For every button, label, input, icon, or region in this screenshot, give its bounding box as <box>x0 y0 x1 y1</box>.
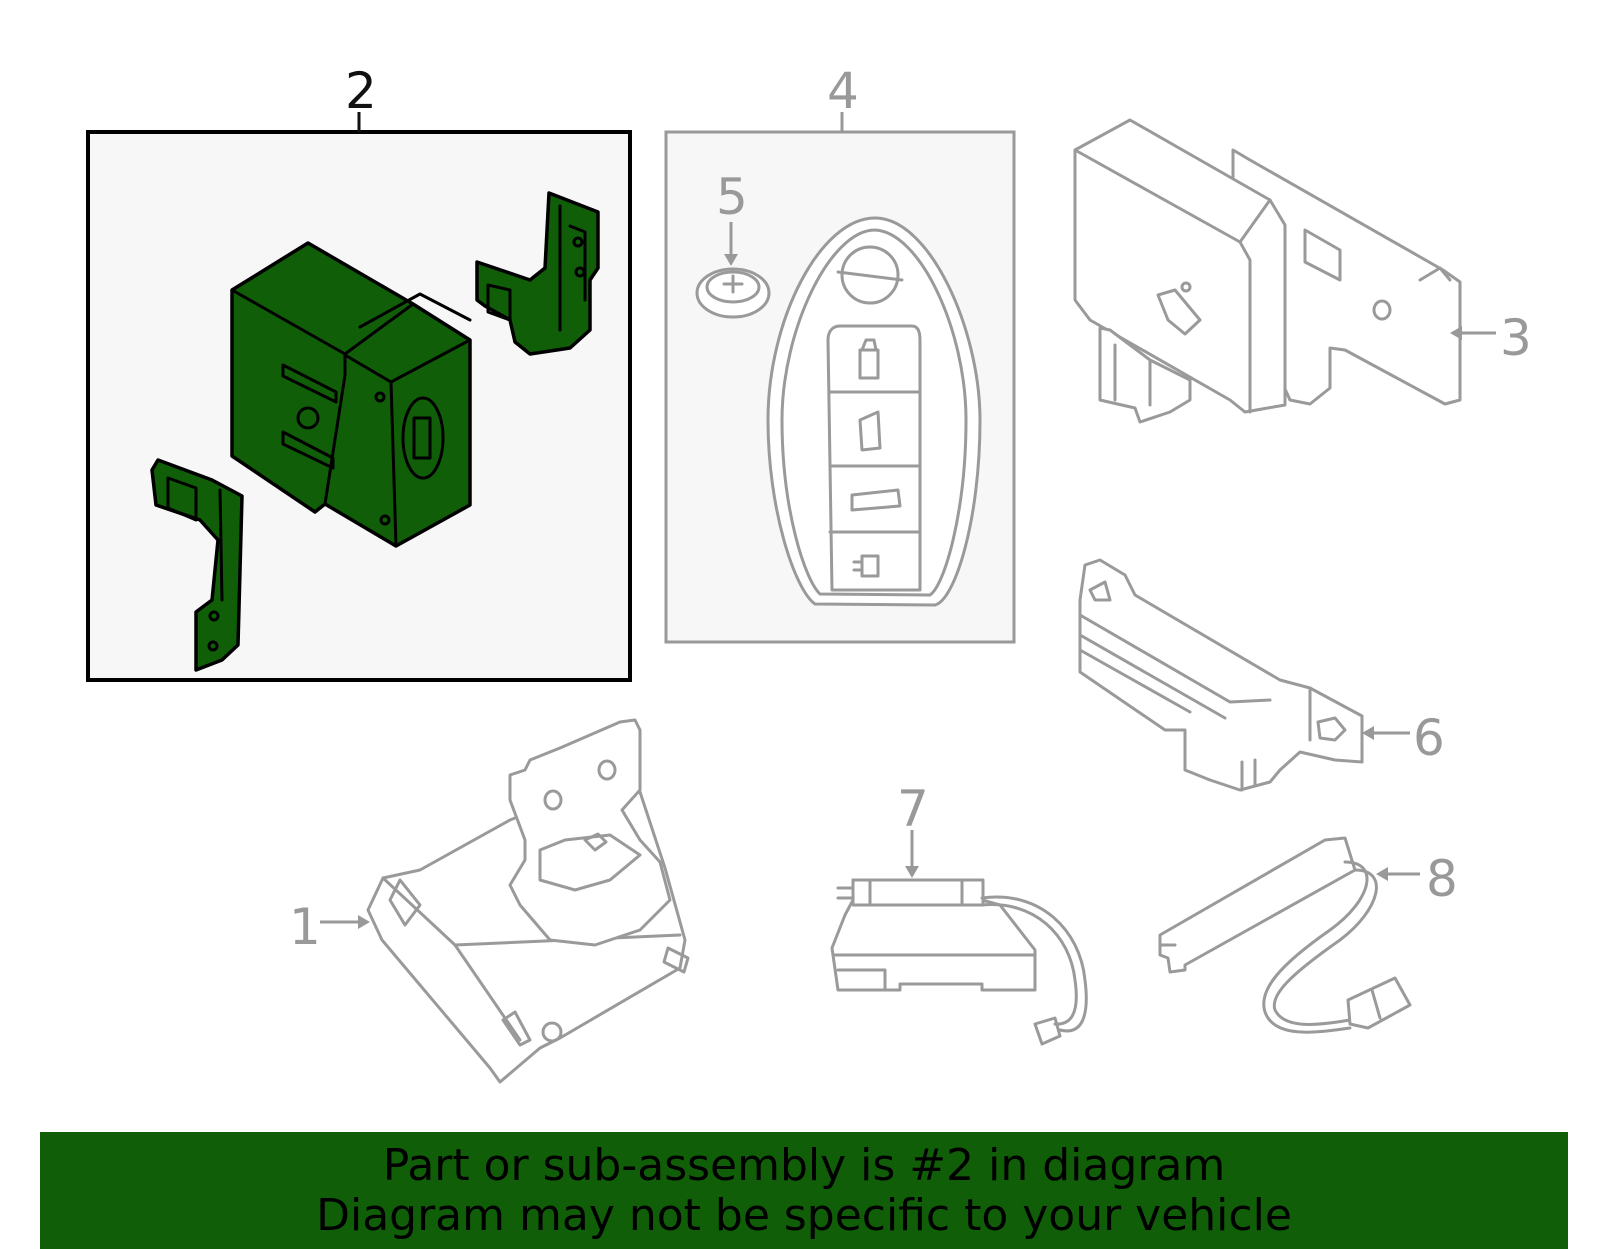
lower-bracket <box>150 458 244 672</box>
callout-3[interactable]: 3 <box>1500 309 1532 367</box>
control-unit-body <box>230 241 472 548</box>
callout-7[interactable]: 7 <box>897 780 929 838</box>
antenna-housing <box>1078 558 1364 792</box>
callout-5[interactable]: 5 <box>716 168 748 226</box>
banner-line-2: Diagram may not be specific to your vehi… <box>316 1189 1292 1241</box>
callout-1[interactable]: 1 <box>289 898 321 956</box>
upper-bracket <box>475 191 600 356</box>
key-fob <box>766 216 982 607</box>
part-3-group[interactable]: 3 <box>1073 118 1532 424</box>
callout-6[interactable]: 6 <box>1413 709 1445 767</box>
battery-coin-cell <box>695 267 771 319</box>
part-8-group[interactable]: 8 <box>1158 836 1458 1034</box>
part-7-group[interactable]: 7 <box>830 780 1088 1046</box>
part-4-group[interactable]: 4 5 <box>664 62 1016 644</box>
part-1-group[interactable]: 1 <box>289 718 690 1084</box>
banner-line-1: Part or sub-assembly is #2 in diagram <box>382 1139 1226 1191</box>
info-banner: Part or sub-assembly is #2 in diagram Di… <box>40 1132 1568 1249</box>
part-6-group[interactable]: 6 <box>1078 558 1445 792</box>
callout-4[interactable]: 4 <box>827 62 859 120</box>
callout-8[interactable]: 8 <box>1426 850 1458 908</box>
callout-2[interactable]: 2 <box>345 62 377 120</box>
ecu-with-bracket <box>366 718 690 1084</box>
part-2-group[interactable]: 2 <box>86 62 632 682</box>
receiver-module <box>1073 118 1462 424</box>
antenna-rod <box>1158 836 1412 1034</box>
antenna-module <box>830 878 1088 1046</box>
